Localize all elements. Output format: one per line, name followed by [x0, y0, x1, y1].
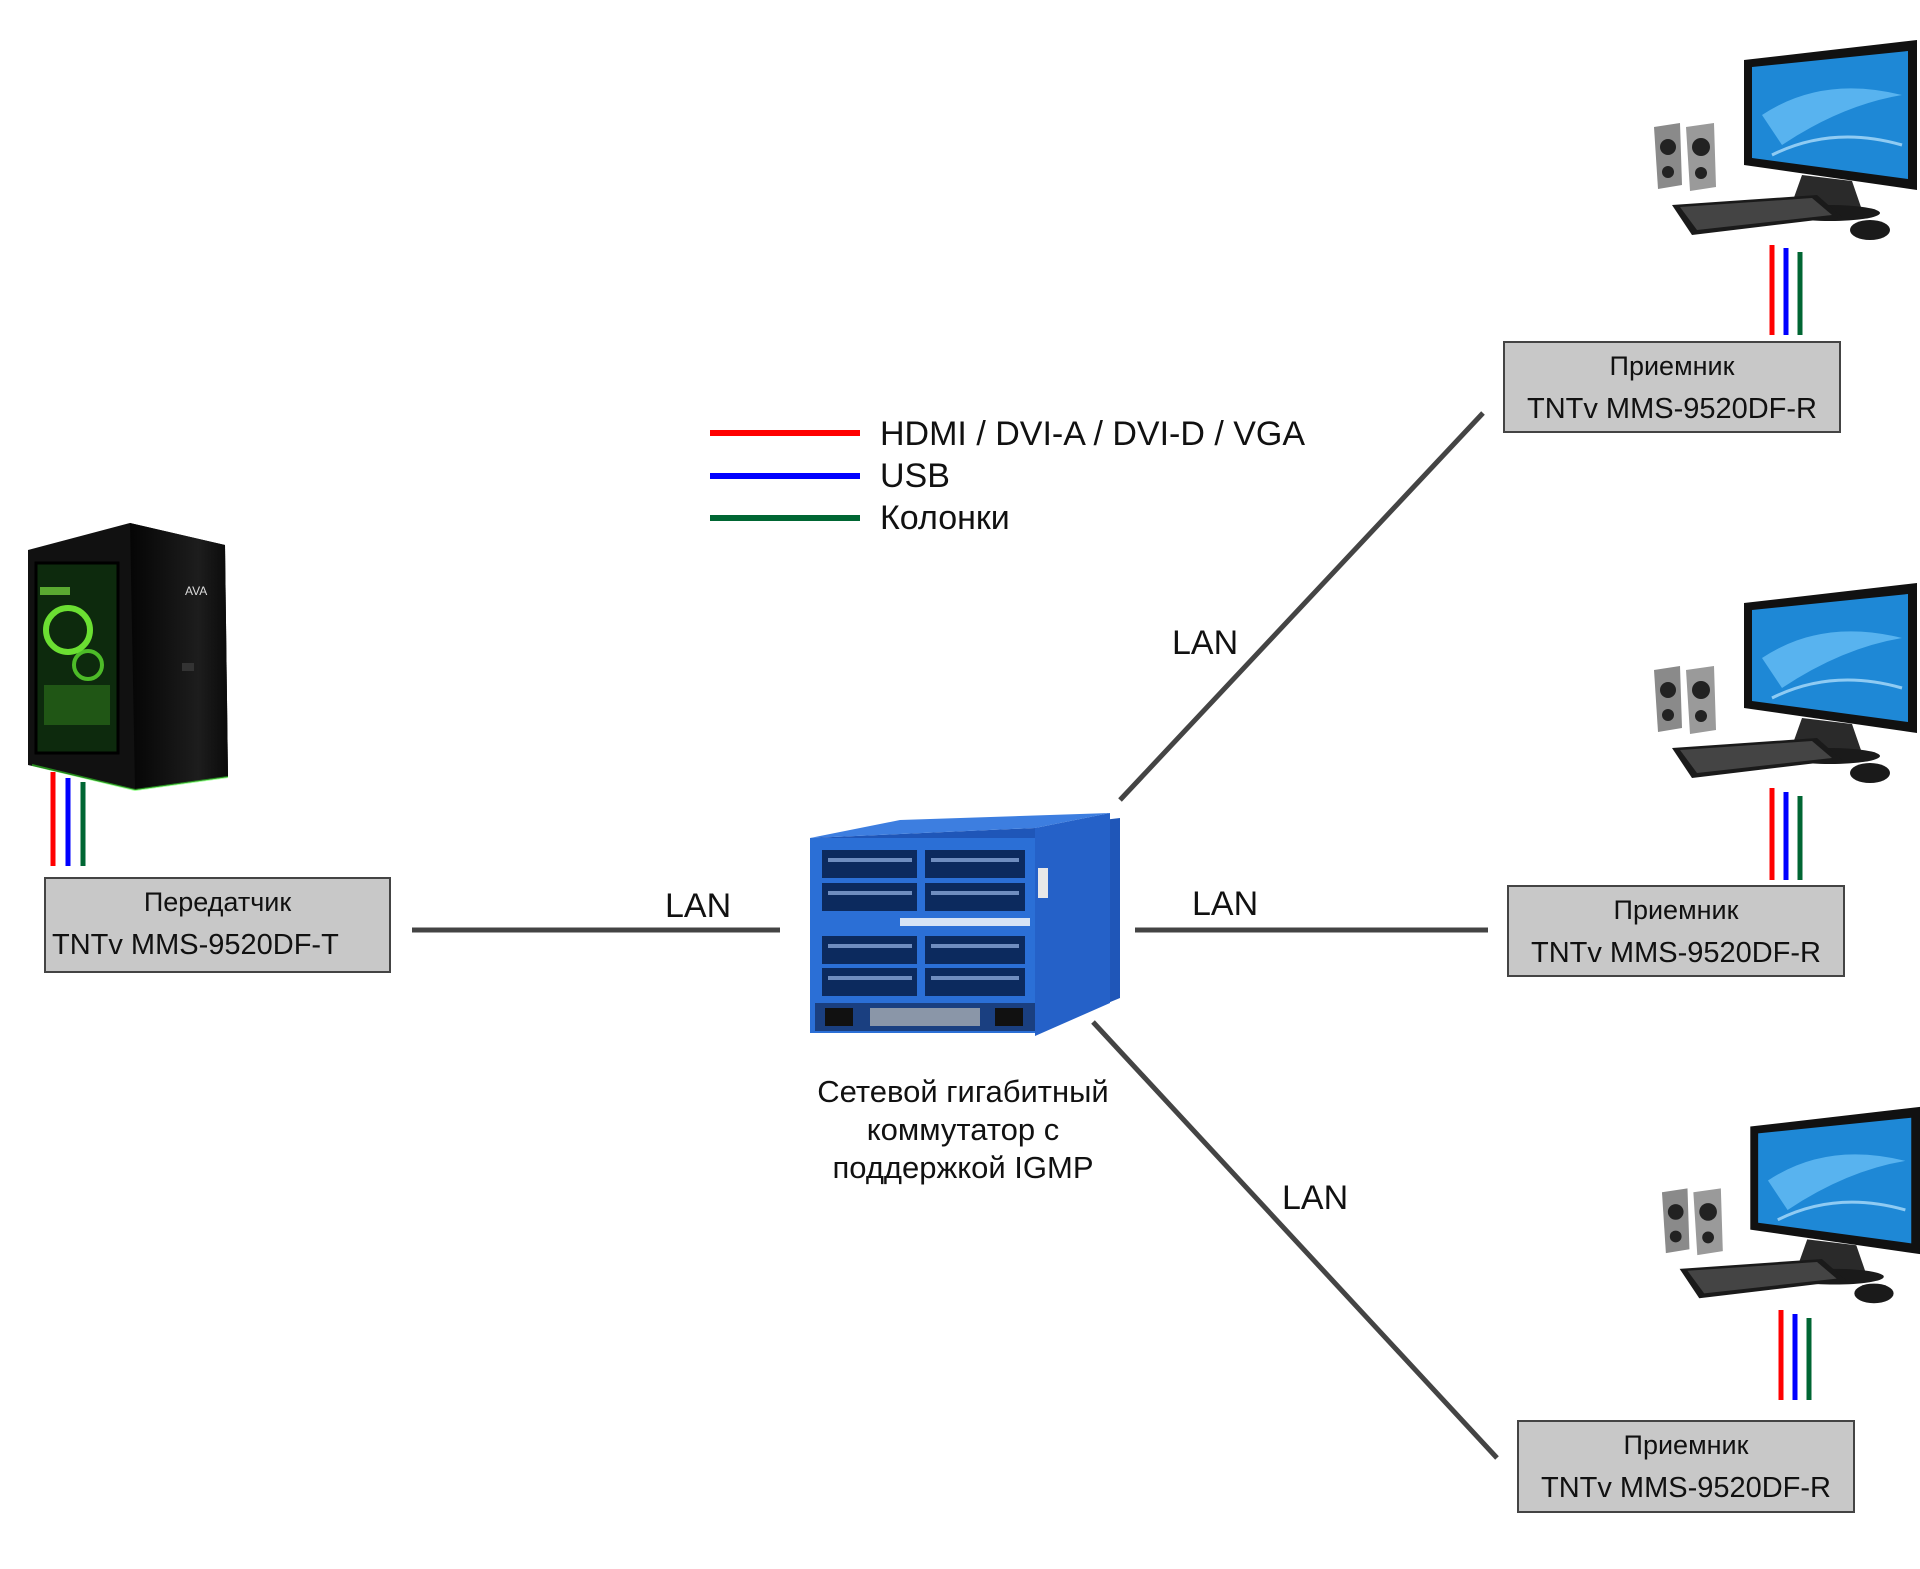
lan-label-receiver-3: LAN	[1282, 1179, 1349, 1217]
receiver-3-model: TNTv MMS-9520DF-R	[1540, 1472, 1831, 1504]
receiver-1-title: Приемник	[1609, 351, 1735, 381]
receiver-1-box: Приемник TNTv MMS-9520DF-R	[1503, 341, 1841, 433]
lan-link-receiver-3	[1091, 1020, 1499, 1460]
transmitter-cables	[50, 772, 86, 866]
workstation-icon	[1654, 583, 1917, 783]
legend-label-speakers: Колонки	[880, 499, 1010, 537]
pc-tower-icon: AVA	[28, 523, 229, 792]
lan-label-transmitter: LAN	[665, 887, 732, 925]
transmitter-model: TNTv MMS-9520DF-T	[52, 929, 339, 961]
switch-caption-line-2: коммутатор с	[866, 1112, 1060, 1147]
transmitter-box: Передатчик TNTv MMS-9520DF-T	[44, 877, 391, 973]
switch-caption-line-3: поддержкой IGMP	[832, 1150, 1094, 1185]
receiver-3-box: Приемник TNTv MMS-9520DF-R	[1517, 1420, 1855, 1513]
lan-link-receiver-1	[1118, 411, 1485, 802]
receiver-3-cables	[1778, 1310, 1812, 1400]
receiver-1-cables	[1769, 245, 1803, 335]
network-switch-icon	[810, 813, 1120, 1036]
switch-caption: Сетевой гигабитный коммутатор с поддержк…	[783, 1073, 1143, 1187]
workstation-icon	[1661, 1106, 1920, 1304]
receiver-2-cables	[1769, 788, 1803, 880]
receiver-1-model: TNTv MMS-9520DF-R	[1526, 393, 1817, 425]
receiver-2-model: TNTv MMS-9520DF-R	[1530, 937, 1821, 969]
svg-text:AVA: AVA	[185, 584, 207, 598]
workstation-icon	[1654, 40, 1917, 240]
legend-label-video: HDMI / DVI-A / DVI-D / VGA	[880, 415, 1306, 453]
transmitter-title: Передатчик	[143, 887, 292, 917]
receiver-2-box: Приемник TNTv MMS-9520DF-R	[1507, 885, 1845, 977]
receiver-2-title: Приемник	[1613, 895, 1739, 925]
lan-label-receiver-2: LAN	[1192, 885, 1259, 923]
legend-label-usb: USB	[880, 457, 950, 495]
lan-label-receiver-1: LAN	[1172, 624, 1239, 662]
switch-caption-line-1: Сетевой гигабитный	[817, 1074, 1109, 1109]
receiver-3-title: Приемник	[1623, 1430, 1749, 1460]
